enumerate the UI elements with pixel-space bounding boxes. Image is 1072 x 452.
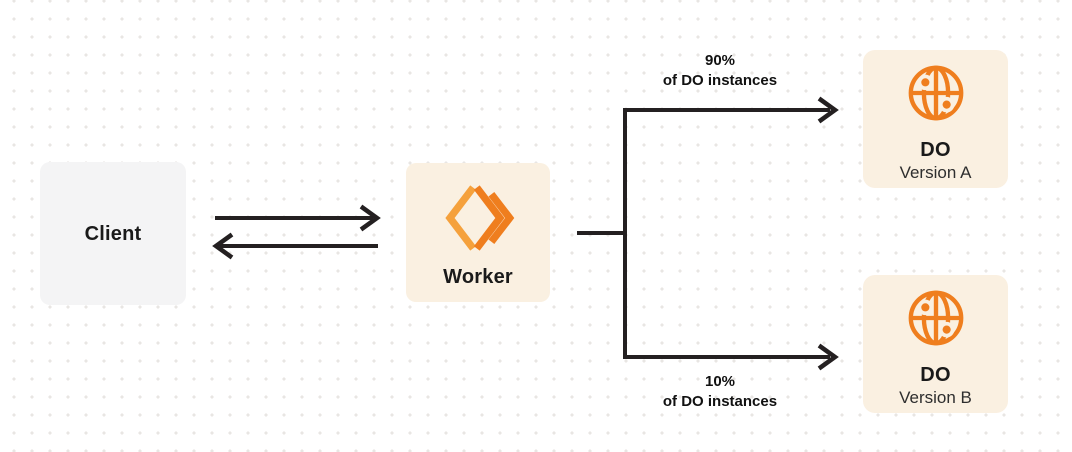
branch-bottom-label: 10% of DO instances (625, 372, 815, 412)
branch-top-caption: of DO instances (662, 72, 778, 89)
branch-bottom-arrowhead (817, 343, 839, 371)
worker-node: Worker (406, 163, 550, 302)
branch-bottom-caption: of DO instances (662, 393, 778, 410)
durable-object-globe-icon (908, 65, 963, 121)
cloudflare-workers-icon (445, 185, 515, 251)
branch-trunk (623, 108, 830, 359)
worker-to-client-arrow (212, 232, 378, 260)
do-a-title: DO (920, 139, 951, 161)
do-version-b-node: DO Version B (863, 275, 1008, 413)
client-label: Client (84, 222, 142, 245)
branch-top-label: 90% of DO instances (625, 51, 815, 91)
branch-bottom-percent: 10% (704, 373, 736, 390)
do-b-subtitle: Version B (899, 388, 972, 407)
durable-object-globe-icon (908, 290, 963, 346)
worker-label: Worker (443, 266, 513, 288)
client-to-worker-arrow (215, 204, 381, 232)
branch-top-arrowhead (817, 96, 839, 124)
branch-top-percent: 90% (704, 52, 736, 69)
client-node: Client (40, 162, 186, 305)
do-version-a-node: DO Version A (863, 50, 1008, 188)
do-a-subtitle: Version A (899, 163, 972, 182)
do-b-title: DO (920, 364, 951, 386)
